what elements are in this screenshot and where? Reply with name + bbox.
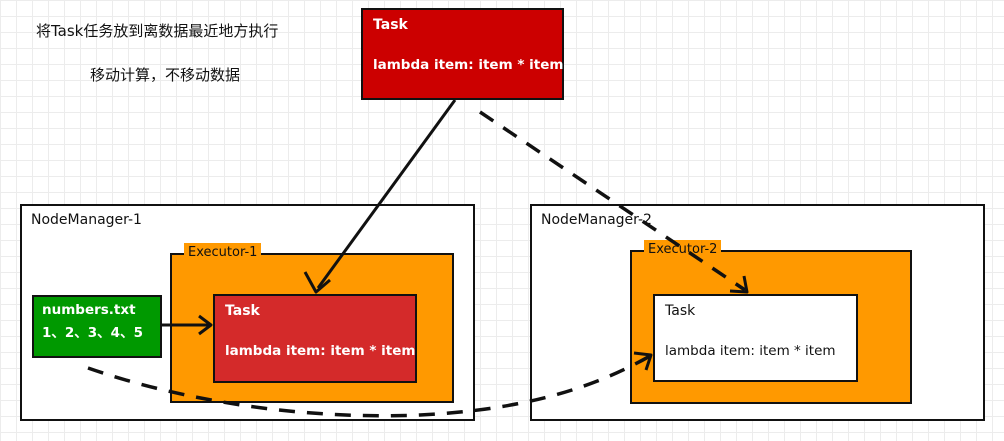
executor-1-task-lambda: lambda item: item * item bbox=[225, 343, 416, 359]
note-line-2: 移动计算，不移动数据 bbox=[90, 66, 241, 84]
numbers-file-box: numbers.txt 1、2、3、4、5 bbox=[32, 295, 162, 358]
node-manager-1-label: NodeManager-1 bbox=[31, 212, 142, 228]
numbers-file-content: 1、2、3、4、5 bbox=[42, 325, 143, 341]
top-task-title: Task bbox=[373, 17, 408, 33]
executor-1-label: Executor-1 bbox=[184, 243, 262, 263]
node-manager-2-label: NodeManager-2 bbox=[541, 212, 652, 228]
numbers-file-name: numbers.txt bbox=[42, 302, 136, 318]
executor-2-task-lambda: lambda item: item * item bbox=[665, 343, 836, 359]
executor-1-task-title: Task bbox=[225, 303, 260, 319]
top-task-box: Task lambda item: item * item bbox=[361, 8, 564, 100]
executor-2-label: Executor-2 bbox=[644, 240, 722, 260]
executor-2-task-box: Task lambda item: item * item bbox=[653, 294, 858, 382]
top-task-lambda: lambda item: item * item bbox=[373, 57, 564, 73]
executor-1-task-box: Task lambda item: item * item bbox=[213, 294, 417, 383]
executor-2-task-title: Task bbox=[665, 303, 696, 319]
note-line-1: 将Task任务放到离数据最近地方执行 bbox=[36, 22, 279, 40]
